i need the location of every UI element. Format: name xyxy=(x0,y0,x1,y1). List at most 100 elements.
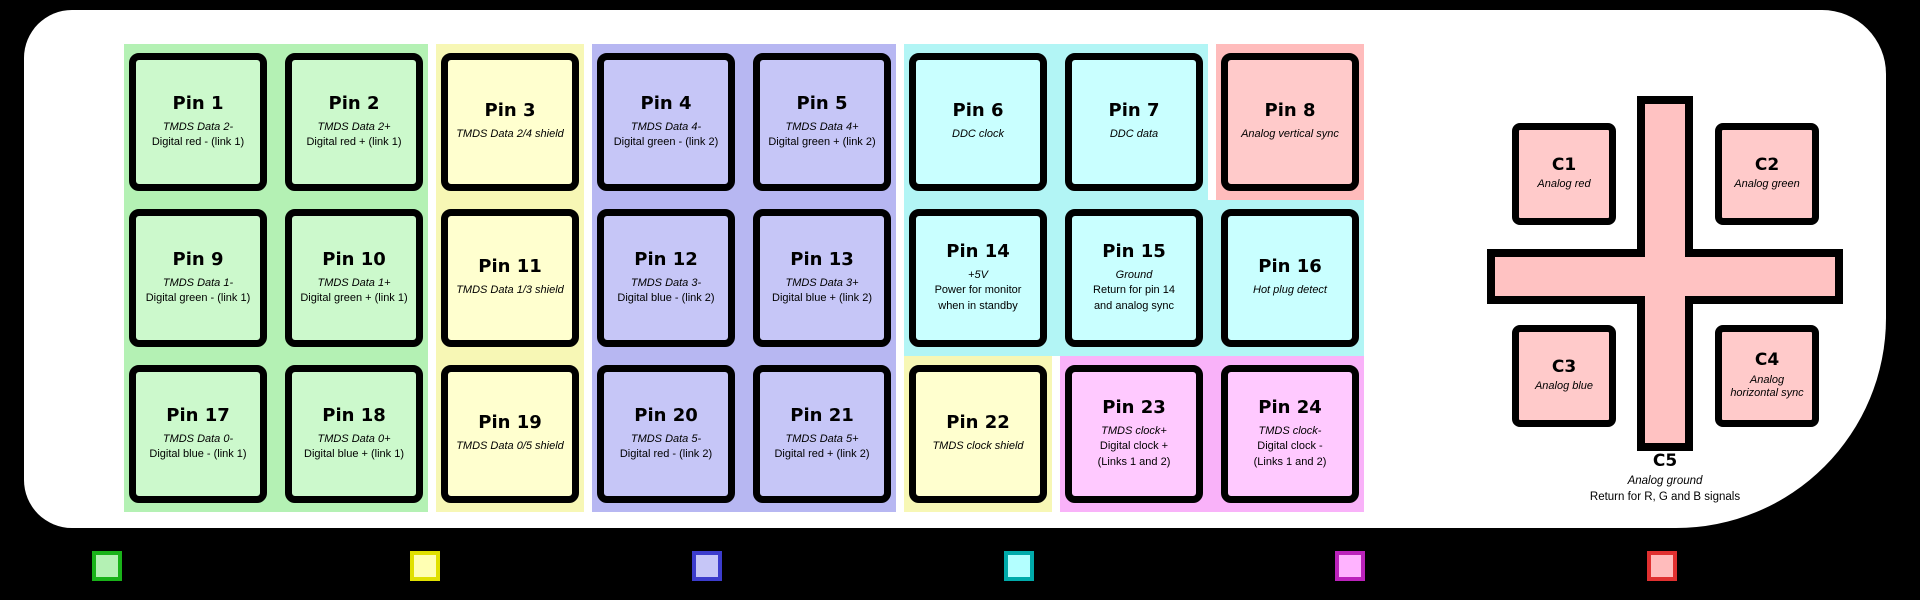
pin-c4-desc: Analog xyxy=(1749,373,1785,386)
pin-9-label: Pin 9 xyxy=(172,248,224,270)
pin-16-desc: Hot plug detect xyxy=(1253,284,1327,297)
cross-shape xyxy=(1487,96,1843,451)
pin-22: Pin 22 TMDS clock shield xyxy=(909,365,1047,503)
pin-c3-label: C3 xyxy=(1551,356,1577,377)
pin-1-desc: Digital red - (link 1) xyxy=(151,135,245,148)
yellow-swatch xyxy=(410,551,440,581)
pin-15-label: Pin 15 xyxy=(1102,241,1166,263)
pin-4-desc: TMDS Data 4- xyxy=(630,120,702,133)
pin-10-desc: TMDS Data 1+ xyxy=(317,276,391,289)
pin-3-label: Pin 3 xyxy=(484,100,536,122)
pin-23-desc: TMDS clock+ xyxy=(1101,424,1167,437)
pin-14-desc: Power for monitor xyxy=(934,284,1022,297)
pin-c2-label: C2 xyxy=(1754,154,1780,175)
pin-c5-desc: Return for R, G and B signals xyxy=(1589,490,1741,503)
pin-24-label: Pin 24 xyxy=(1258,397,1322,419)
pin-16-label: Pin 16 xyxy=(1258,256,1322,278)
pin-13-desc: Digital blue + (link 2) xyxy=(772,291,872,304)
pin-7: Pin 7 DDC data xyxy=(1065,53,1203,191)
pin-14-desc: when in standby xyxy=(938,299,1018,312)
pin-15-desc: Ground xyxy=(1115,268,1153,281)
pin-c2-desc: Analog green xyxy=(1734,178,1800,191)
pin-24-desc: TMDS clock- xyxy=(1258,424,1322,437)
pin-3-desc: TMDS Data 2/4 shield xyxy=(456,128,564,141)
pin-5-label: Pin 5 xyxy=(796,92,848,114)
magenta-swatch xyxy=(1335,551,1365,581)
pin-12-label: Pin 12 xyxy=(634,248,698,270)
pin-4-label: Pin 4 xyxy=(640,92,692,114)
pin-23-label: Pin 23 xyxy=(1102,397,1166,419)
pin-10-desc: Digital green + (link 1) xyxy=(300,291,408,304)
legend xyxy=(0,551,1920,585)
pin-20-desc: TMDS Data 5- xyxy=(630,432,702,445)
purple-swatch xyxy=(692,551,722,581)
green-swatch xyxy=(92,551,122,581)
pin-1-desc: TMDS Data 2- xyxy=(162,120,234,133)
pin-24-desc: (Links 1 and 2) xyxy=(1253,455,1327,468)
pin-c4-desc: horizontal sync xyxy=(1730,387,1804,400)
pin-c5-label: C5 xyxy=(1652,451,1678,471)
pin-c5-desc: Analog ground xyxy=(1627,474,1703,487)
pin-1-label: Pin 1 xyxy=(172,92,224,114)
pin-6-label: Pin 6 xyxy=(952,100,1004,122)
pin-c4-label: C4 xyxy=(1754,349,1780,370)
pin-5-desc: TMDS Data 4+ xyxy=(785,120,859,133)
pin-c1-label: C1 xyxy=(1551,154,1577,175)
pin-3: Pin 3 TMDS Data 2/4 shield xyxy=(441,53,579,191)
pin-2-desc: Digital red + (link 1) xyxy=(306,135,402,148)
pin-7-label: Pin 7 xyxy=(1108,100,1160,122)
pin-4: Pin 4 TMDS Data 4- Digital green - (link 2… xyxy=(597,53,735,191)
pin-13-desc: TMDS Data 3+ xyxy=(785,276,859,289)
pin-24-desc: Digital clock - xyxy=(1257,440,1323,453)
pin-22-label: Pin 22 xyxy=(946,412,1010,434)
pin-5-desc: Digital green + (link 2) xyxy=(768,135,876,148)
pin-12: Pin 12 TMDS Data 3- Digital blue - (link 2… xyxy=(597,209,735,347)
pin-7-desc: DDC data xyxy=(1109,128,1159,141)
pin-5: Pin 5 TMDS Data 4+ Digital green + (link 2… xyxy=(753,53,891,191)
pin-18-desc: TMDS Data 0+ xyxy=(317,432,391,445)
pin-14: Pin 14 +5V Power for monitor when in standb… xyxy=(909,209,1047,347)
pin-18-desc: Digital blue + (link 1) xyxy=(304,447,404,460)
pin-4-desc: Digital green - (link 2) xyxy=(613,135,719,148)
pin-14-desc: +5V xyxy=(968,268,988,281)
pin-17-label: Pin 17 xyxy=(166,404,230,426)
pin-14-label: Pin 14 xyxy=(946,241,1010,263)
pin-2-label: Pin 2 xyxy=(328,92,380,114)
pin-9-desc: Digital green - (link 1) xyxy=(145,291,251,304)
pin-c3-desc: Analog blue xyxy=(1534,380,1594,393)
pin-24: Pin 24 TMDS clock- Digital clock - (Links 1… xyxy=(1221,365,1359,503)
pin-13-label: Pin 13 xyxy=(790,248,854,270)
pin-12-desc: Digital blue - (link 2) xyxy=(617,291,715,304)
pin-16: Pin 16 Hot plug detect xyxy=(1221,209,1359,347)
pin-21-desc: Digital red + (link 2) xyxy=(774,447,870,460)
pin-20-label: Pin 20 xyxy=(634,404,698,426)
pin-12-desc: TMDS Data 3- xyxy=(630,276,702,289)
pin-17-desc: TMDS Data 0- xyxy=(162,432,234,445)
pin-11-desc: TMDS Data 1/3 shield xyxy=(456,284,564,297)
pin-23-desc: Digital clock + xyxy=(1099,440,1169,453)
pin-15-desc: and analog sync xyxy=(1093,299,1175,312)
pin-15-desc: Return for pin 14 xyxy=(1093,284,1175,297)
pin-22-desc: TMDS clock shield xyxy=(932,440,1024,453)
pin-23-desc: (Links 1 and 2) xyxy=(1097,455,1171,468)
pin-23: Pin 23 TMDS clock+ Digital clock + (Links 1… xyxy=(1065,365,1203,503)
analog-ground-cross xyxy=(1487,96,1843,451)
pin-21-label: Pin 21 xyxy=(790,404,854,426)
pin-1: Pin 1 TMDS Data 2- Digital red - (link 1) xyxy=(129,53,267,191)
